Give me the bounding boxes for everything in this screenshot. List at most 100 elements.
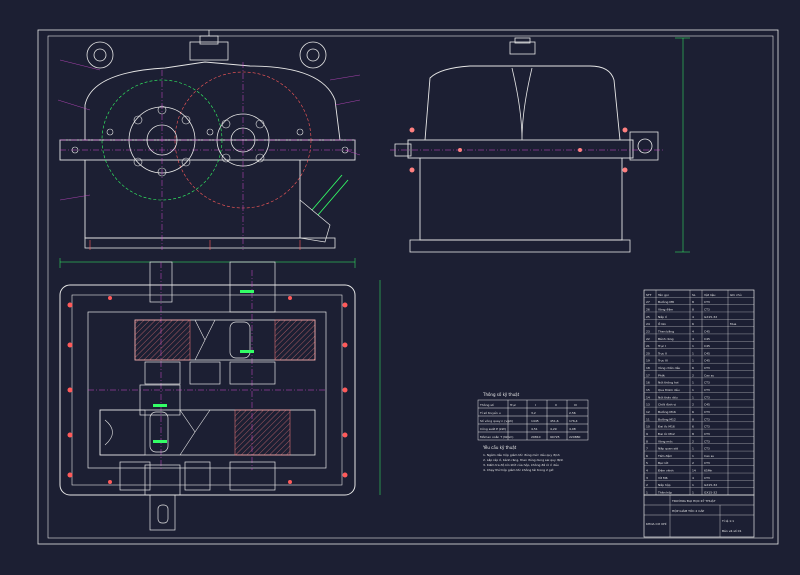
- spec-cell: Mômen xoắn T (Nmm): [480, 434, 513, 439]
- bom-cell: 1: [692, 447, 694, 451]
- bom-cell: 12: [646, 410, 650, 414]
- bom-cell: C45: [704, 359, 710, 363]
- bom-cell: Nắp hộp: [658, 482, 671, 487]
- bom-cell: 3: [646, 476, 648, 480]
- bom-cell: Tấm đệm: [657, 454, 672, 458]
- bom-cell: CT3: [704, 461, 710, 465]
- bom-cell: 14: [646, 395, 650, 399]
- bom-cell: 1: [692, 351, 694, 355]
- bom-cell: 1: [692, 395, 694, 399]
- lifting-eye-left: [86, 41, 114, 69]
- spec-header-row: Thông số Trục I II III: [479, 403, 577, 407]
- bom-cell: 20: [646, 351, 650, 355]
- spec-cell: 3,2: [531, 411, 536, 415]
- spec-table-title: Thông số kỹ thuật: [482, 392, 520, 397]
- bom-cell: 2: [692, 439, 694, 443]
- bom-cell: 1: [692, 483, 694, 487]
- bom-cell: 26: [646, 307, 650, 311]
- bom-cell: 1: [692, 381, 694, 385]
- bom-header: STT: [646, 293, 652, 297]
- spec-cell: Công suất P (kW): [480, 427, 506, 431]
- requirement-line: 1. Ngâm dầu hộp giảm tốc đúng mức dầu qu…: [483, 453, 560, 457]
- plan-view: [59, 258, 381, 531]
- front-body: [84, 160, 301, 239]
- bom-cell: 6: [692, 322, 694, 326]
- bom-cell: Vít M6: [658, 476, 668, 480]
- bom-cell: CT3: [704, 381, 710, 385]
- title-sheet: Bản vẽ số 01: [722, 529, 742, 533]
- bom-cell: Then bằng: [657, 328, 674, 333]
- spec-header: III: [574, 403, 577, 407]
- plan-housing: [59, 284, 356, 496]
- gear-lower: [99, 409, 316, 456]
- bom-header: Vật liệu: [704, 293, 716, 297]
- bom-cell: CT3: [704, 432, 710, 436]
- requirements-lines: 1. Ngâm dầu hộp giảm tốc đúng mức dầu qu…: [483, 453, 563, 472]
- bom-cell: Bulông M16: [658, 410, 676, 414]
- bom-cell: C45: [704, 351, 710, 355]
- bom-cell: 10: [646, 425, 650, 429]
- requirement-line: 2. Lắp ráp ổ, bánh răng, then đúng dung …: [483, 457, 563, 462]
- bom-cell: 13: [646, 403, 650, 407]
- bom-cell: 4: [646, 469, 648, 473]
- bom-cell: 6: [692, 410, 694, 414]
- bom-cell: C45: [704, 403, 710, 407]
- bom-cell: 1: [692, 359, 694, 363]
- bom-cell: Nắp ổ: [658, 314, 667, 319]
- bom-header: Tên gọi: [657, 293, 669, 297]
- bom-cell: Ổ lăn: [658, 321, 666, 326]
- spec-cell: 176,4: [569, 419, 578, 423]
- title-block: TRƯỜNG ĐẠI HỌC KỸ THUẬT HỘP GIẢM TỐC 2 C…: [643, 494, 755, 538]
- bom-cell: 23: [646, 329, 650, 333]
- breather-front: [189, 30, 229, 61]
- requirement-line: 4. Chạy thử hộp giảm tốc không tải trong…: [483, 468, 554, 472]
- bom-cell: Phớt: [658, 373, 666, 377]
- bom-cell: 4: [692, 315, 694, 319]
- oil-dipstick: [311, 174, 349, 216]
- bom-cell: 8: [692, 300, 694, 304]
- bom-cell: 2: [692, 373, 694, 377]
- title-faculty: KHOA CƠ KHÍ: [646, 521, 667, 526]
- bom-cell: 16: [646, 381, 650, 385]
- bom-cell: 27: [646, 300, 650, 304]
- bom-header: Ghi chú: [730, 293, 742, 297]
- bom-cell: Đai ốc M16: [658, 425, 675, 429]
- bom-cell: Cao su: [704, 454, 714, 458]
- bom-cell: 1: [692, 491, 694, 495]
- spec-cell: 4,29: [550, 427, 557, 431]
- bom-cell: CT3: [704, 307, 710, 311]
- bom-cell: 2: [646, 483, 648, 487]
- bom-cell: CT3: [704, 425, 710, 429]
- bom-cell: 25: [646, 315, 650, 319]
- bom-cell: Bulông M12: [658, 417, 676, 421]
- bom-cell: 8: [692, 432, 694, 436]
- bom-cell: Bánh răng: [658, 337, 674, 341]
- bom-cell: Đệm vênh: [658, 469, 674, 473]
- bom-cell: 2: [692, 403, 694, 407]
- bom-cell: 4: [692, 329, 694, 333]
- requirements-title: Yêu cầu kỹ thuật: [482, 445, 517, 450]
- bom-cell: Que thăm dầu: [658, 388, 680, 392]
- bom-cell: Bạc lót: [658, 461, 669, 465]
- bom-cell: Vòng móc: [658, 439, 673, 443]
- bom-cell: Nắp quan sát: [658, 446, 679, 451]
- bom-cell: Vòng chắn dầu: [658, 365, 680, 370]
- bom-cell: Đai ốc M12: [658, 432, 675, 436]
- bom-cell: GX15-32: [704, 483, 717, 487]
- bom-cell: 8: [692, 417, 694, 421]
- bom-cell: 11: [646, 417, 650, 421]
- bom-cell: 1: [692, 344, 694, 348]
- bom-cell: Cao su: [704, 373, 714, 377]
- bom-cell: CT3: [704, 447, 710, 451]
- bom-cell: C45: [704, 337, 710, 341]
- bom-cell: 1: [692, 454, 694, 458]
- bom-cell: 1: [692, 388, 694, 392]
- spec-cell: Số vòng quay n (v/ph): [480, 419, 513, 423]
- shaft-lower: [139, 384, 181, 531]
- bom-cell: 6: [646, 454, 648, 458]
- spec-cell: 29810: [531, 435, 541, 439]
